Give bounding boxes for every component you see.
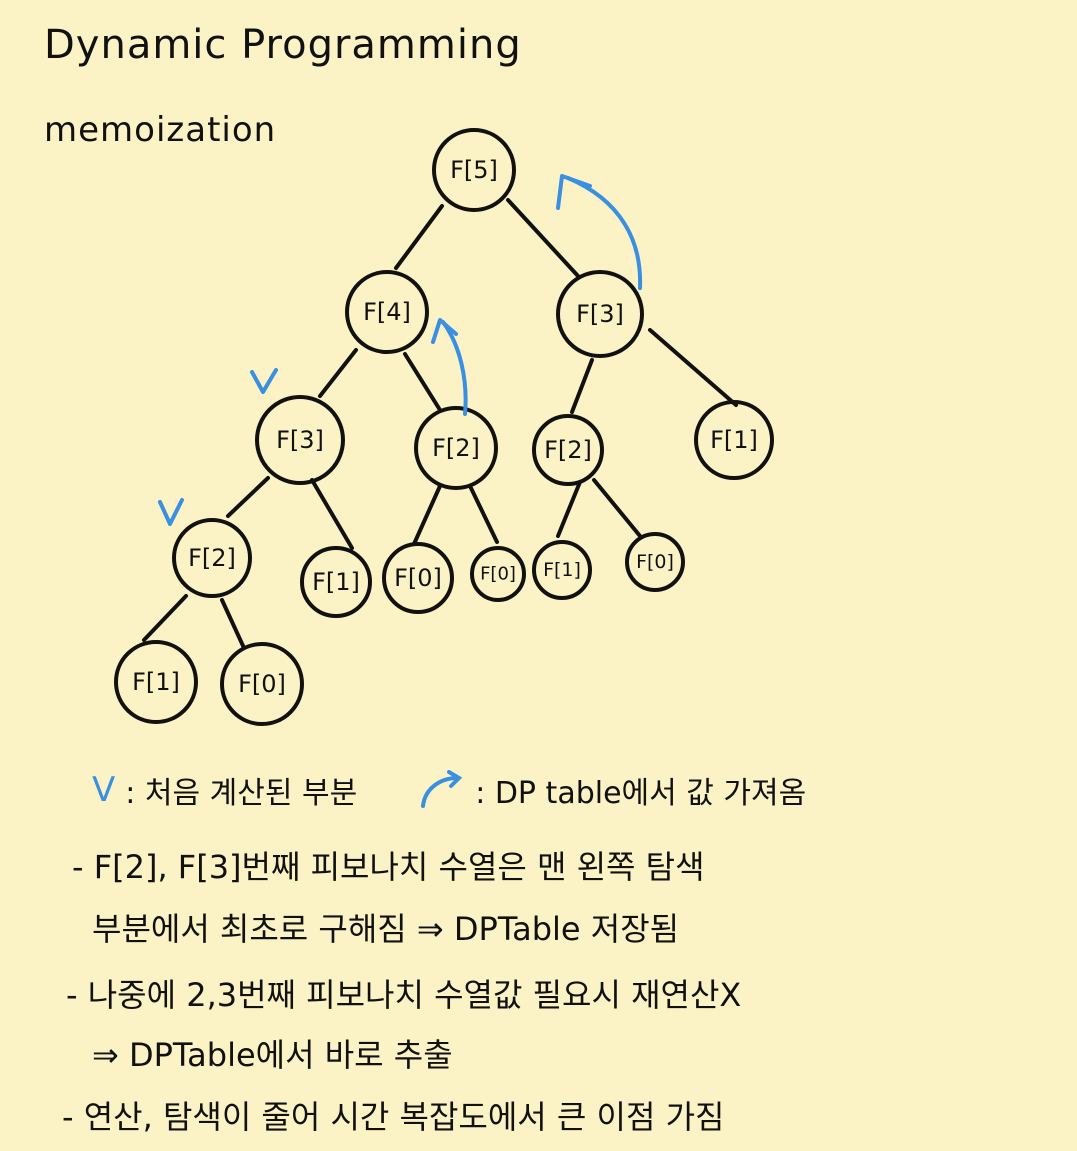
tree-node-f0-a: F[0]: [382, 542, 454, 614]
tree-node-f3-right: F[3]: [556, 270, 644, 358]
node-label: F[3]: [576, 300, 624, 328]
tree-node-f5: F[5]: [432, 128, 516, 212]
note-line: - 연산, 탐색이 줄어 시간 복잡도에서 큰 이점 가짐: [62, 1098, 725, 1136]
note-line: ⇒ DPTable에서 바로 추출: [92, 1036, 453, 1074]
tree-node-f2-left: F[2]: [172, 518, 252, 598]
tree-node-f0-c: F[0]: [625, 532, 685, 592]
recursion-tree: F[5] F[4] F[3] F[3] F[2] F[2] F[1] F[2] …: [114, 128, 774, 726]
tree-node-f4: F[4]: [345, 270, 429, 354]
tree-node-f1-a: F[1]: [300, 546, 372, 618]
node-label: F[1]: [543, 559, 581, 581]
node-label: F[0]: [636, 551, 674, 573]
tree-node-f2-mid: F[2]: [414, 406, 498, 490]
node-label: F[2]: [188, 544, 236, 572]
check-mark-f2: [158, 498, 184, 526]
memo-arrow-f3: [556, 174, 643, 290]
page-title: Dynamic Programming: [44, 22, 522, 68]
legend-arrow-icon: [421, 770, 463, 808]
node-label: F[5]: [450, 156, 498, 184]
node-label: F[2]: [544, 436, 592, 464]
node-label: F[0]: [238, 670, 286, 698]
node-label: F[0]: [480, 564, 516, 585]
legend-check-mark: V: [92, 770, 116, 810]
node-label: F[4]: [363, 298, 411, 326]
node-label: F[1]: [710, 426, 758, 454]
node-label: F[2]: [432, 434, 480, 462]
note-line: - 나중에 2,3번째 피보나치 수열값 필요시 재연산X: [66, 976, 742, 1014]
node-label: F[0]: [394, 564, 442, 592]
tree-edges: [142, 198, 738, 650]
tree-node-f3-left: F[3]: [255, 395, 345, 485]
tree-node-f0-d: F[0]: [220, 642, 304, 726]
note-line: 부분에서 최초로 구해짐 ⇒ DPTable 저장됨: [92, 910, 680, 948]
page-subtitle: memoization: [44, 110, 277, 150]
node-label: F[1]: [132, 668, 180, 696]
memo-arrow-f2: [431, 318, 468, 416]
tree-node-f0-b: F[0]: [470, 546, 526, 602]
legend: V : 처음 계산된 부분 : DP table에서 값 가져옴: [92, 768, 806, 812]
note-line: - F[2], F[3]번째 피보나치 수열은 맨 왼쪽 탐색: [72, 848, 705, 886]
node-label: F[3]: [276, 426, 324, 454]
tree-node-f2-right: F[2]: [532, 414, 604, 486]
tree-node-f1-c: F[1]: [114, 640, 198, 724]
tree-node-f1-far-right: F[1]: [694, 400, 774, 480]
tree-node-f1-b: F[1]: [532, 540, 592, 600]
legend-check-text: : 처음 계산된 부분: [125, 776, 358, 811]
check-mark-f3: [250, 368, 278, 394]
legend-arrow-text: : DP table에서 값 가져옴: [475, 776, 807, 811]
node-label: F[1]: [312, 568, 360, 596]
